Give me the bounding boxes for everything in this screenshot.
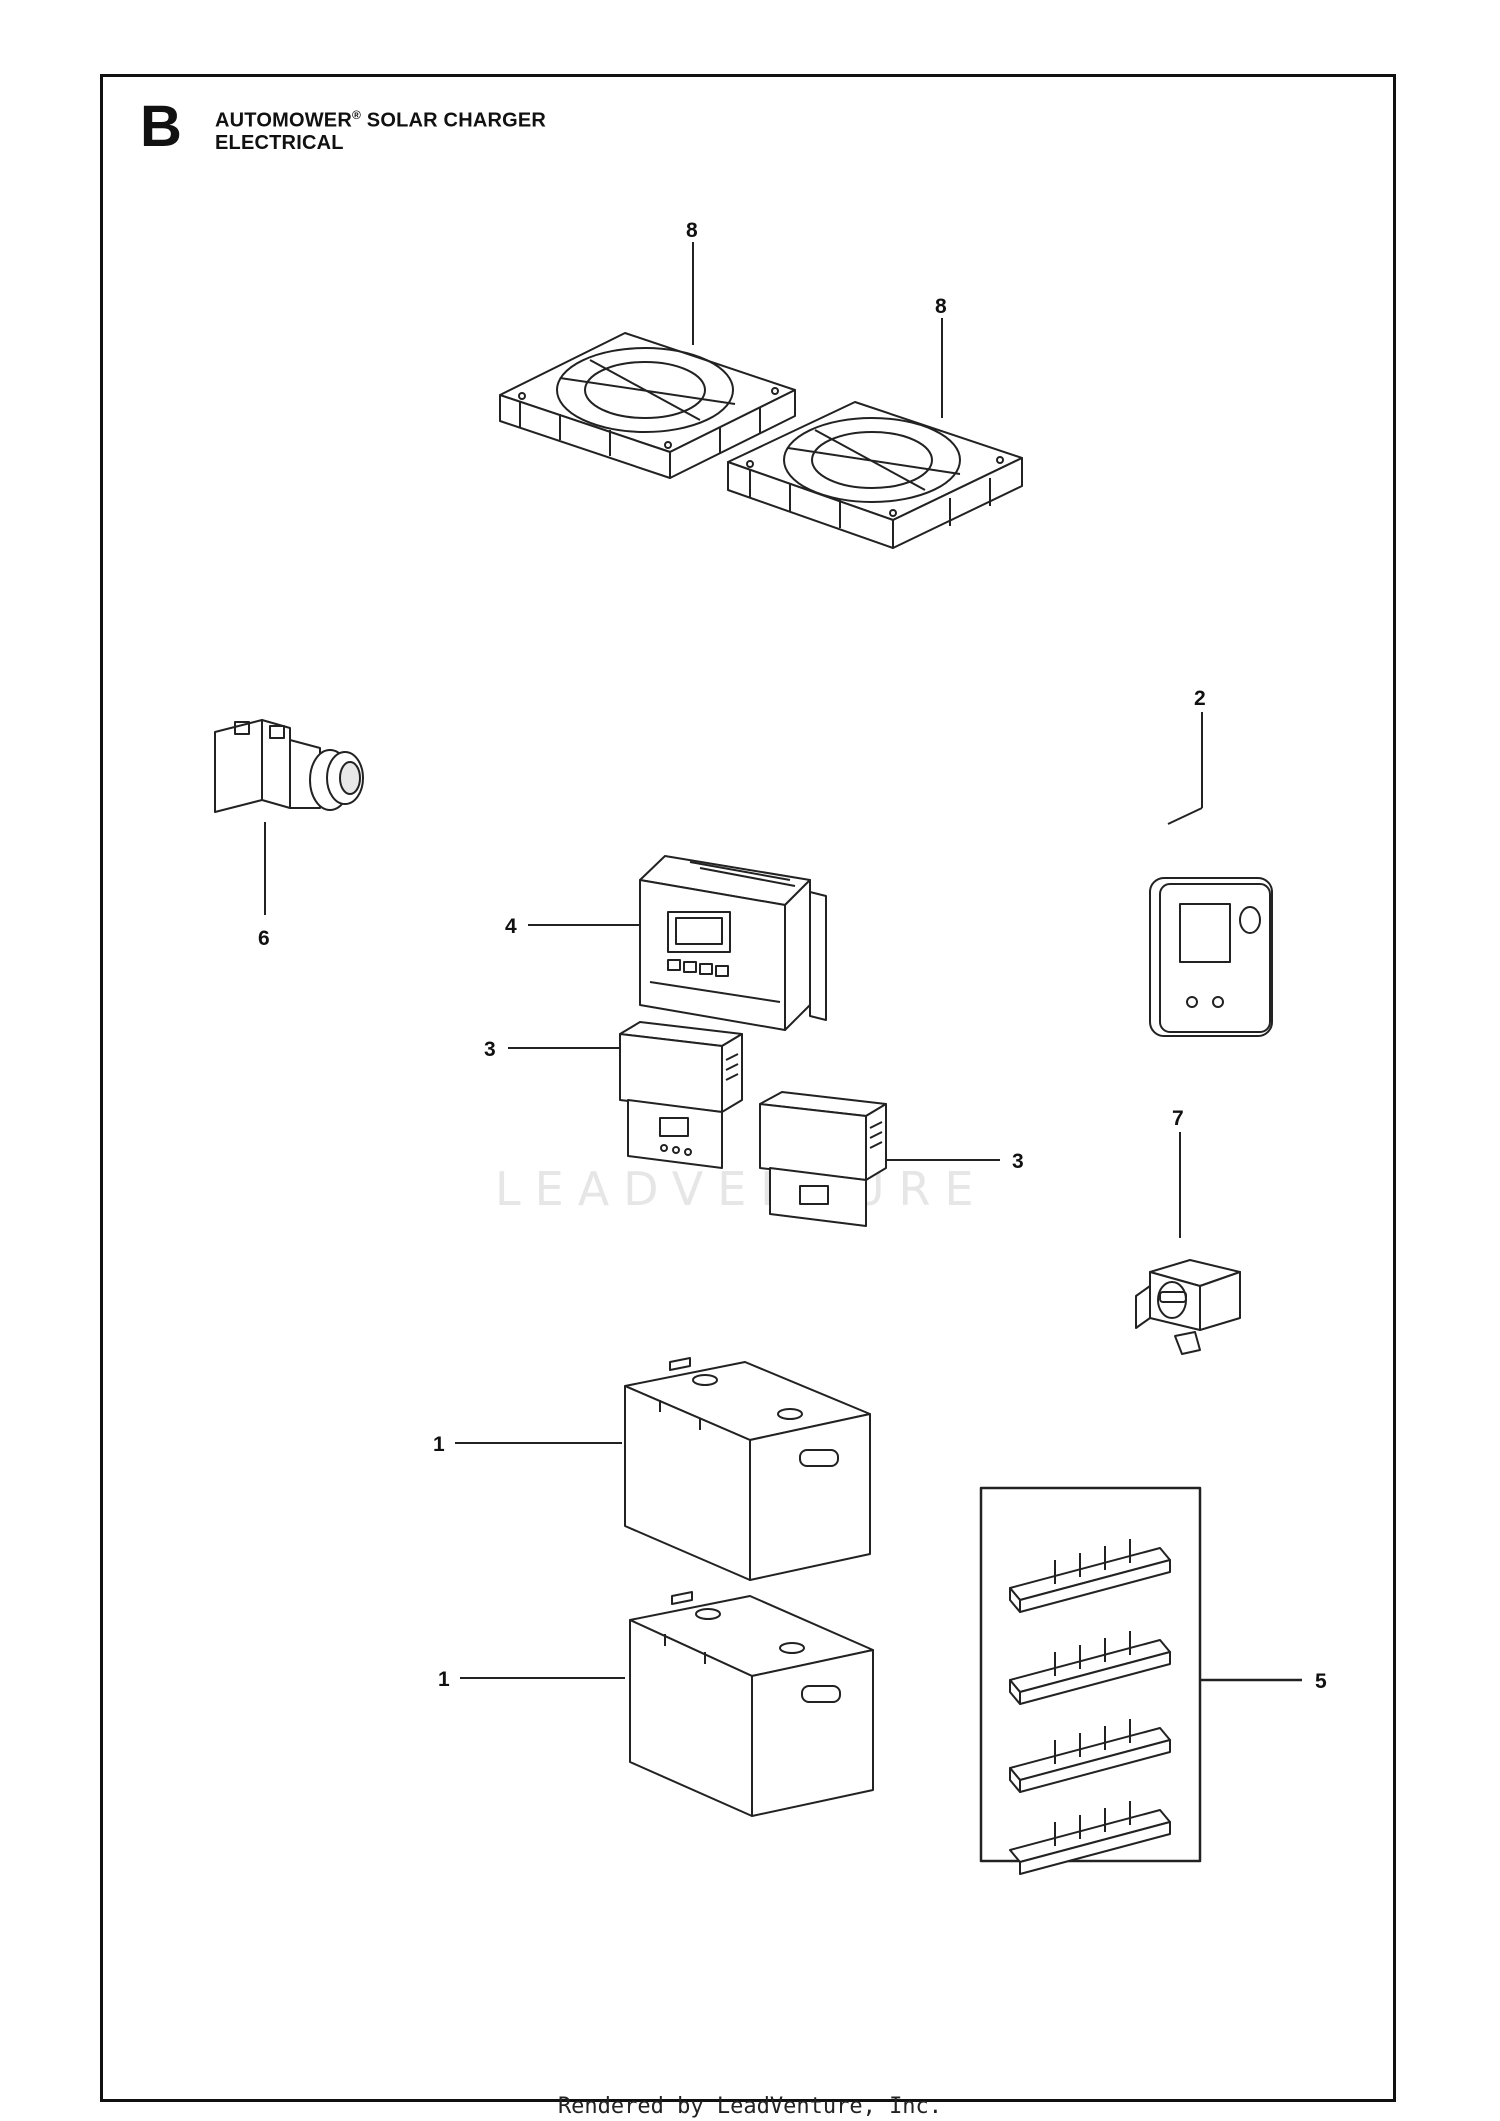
callout-fan-a: 8 [686, 219, 698, 242]
battery-a [624, 1357, 871, 1581]
title-rest: SOLAR CHARGER [361, 109, 547, 132]
callout-breaker: 7 [1172, 1107, 1184, 1130]
title-subtitle: ELECTRICAL [215, 131, 344, 154]
diagram-title: AUTOMOWER® SOLAR CHARGER ELECTRICAL [215, 104, 546, 154]
push-switch [214, 719, 364, 813]
callout-charger-b: 3 [1012, 1150, 1024, 1173]
battery-charger-a [619, 1021, 743, 1169]
diagram-frame [100, 74, 1396, 2102]
fan-a [499, 332, 796, 479]
battery-b [629, 1591, 874, 1817]
fan-b [727, 401, 1023, 549]
battery-charger-b [759, 1091, 887, 1227]
callout-battery-b: 1 [438, 1668, 450, 1691]
callout-fan-b: 8 [935, 295, 947, 318]
busbar-3 [1009, 1719, 1171, 1793]
title-brand: AUTOMOWER [215, 109, 352, 132]
callout-display: 2 [1194, 687, 1206, 710]
leader-display-tip [1167, 807, 1203, 825]
solar-controller [639, 855, 827, 1031]
callout-controller: 4 [505, 915, 517, 938]
watermark-text: LEADVENTURE [495, 1162, 988, 1216]
callout-battery-a: 1 [433, 1433, 445, 1456]
callout-charger-a: 3 [484, 1038, 496, 1061]
registered-mark: ® [351, 108, 362, 122]
callout-switch: 6 [258, 927, 270, 950]
busbar-4 [1009, 1801, 1171, 1875]
section-letter: B [140, 94, 182, 159]
busbar-2 [1009, 1631, 1171, 1705]
busbar-kit-box [979, 1486, 1202, 1863]
circuit-breaker [1135, 1259, 1241, 1355]
footer-credit: Rendered by LeadVenture, Inc. [557, 2094, 943, 2119]
display-panel [1149, 877, 1273, 1037]
callout-busbars: 5 [1315, 1670, 1327, 1693]
busbar-1 [1009, 1539, 1171, 1613]
